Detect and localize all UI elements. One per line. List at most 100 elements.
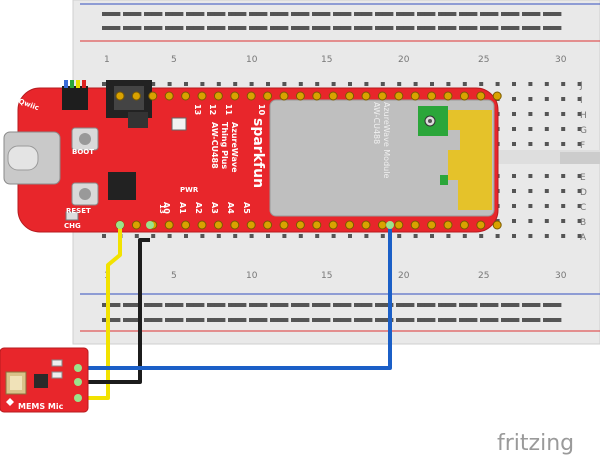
breadboard-hole [249, 318, 253, 322]
breadboard-hole [462, 82, 467, 86]
breadboard-hole [102, 82, 106, 86]
breadboard-hole [256, 26, 261, 30]
mic-pin [74, 378, 82, 386]
breadboard-hole [375, 26, 379, 30]
breadboard-hole [528, 189, 533, 193]
breadboard-hole [529, 318, 534, 322]
breadboard-hole [508, 12, 513, 16]
breadboard-hole [312, 303, 316, 307]
breadboard-hole [130, 318, 135, 322]
col-label: 25 [478, 271, 489, 281]
breadboard-hole [494, 303, 499, 307]
breadboard-hole [294, 303, 299, 307]
breadboard-hole [438, 318, 442, 322]
breadboard-hole [238, 12, 243, 16]
breadboard-hole [561, 219, 566, 223]
breadboard-hole [263, 12, 268, 16]
breadboard-hole [216, 234, 221, 238]
breadboard-hole [557, 303, 562, 307]
breadboard-hole [536, 26, 541, 30]
breadboard-hole [528, 219, 533, 223]
breadboard-hole [217, 26, 222, 30]
header-pin [492, 91, 502, 101]
breadboard-hole [144, 26, 148, 30]
breadboard-hole [179, 26, 184, 30]
breadboard-hole [184, 234, 188, 238]
header-pin [164, 220, 174, 230]
column-labels-top: 1 5 10 15 20 25 30 [104, 55, 567, 65]
breadboard-hole [242, 318, 247, 322]
breadboard-hole [473, 318, 478, 322]
breadboard-hole [259, 303, 264, 307]
breadboard-hole [494, 12, 499, 16]
mic-pin [74, 394, 82, 402]
breadboard-hole [515, 303, 520, 307]
breadboard-hole [112, 12, 117, 16]
breadboard-hole [322, 318, 327, 322]
breadboard-hole [305, 303, 310, 307]
breadboard-hole [231, 26, 236, 30]
breadboard-hole [403, 26, 408, 30]
breadboard-hole [249, 12, 253, 16]
breadboard-hole [479, 82, 484, 86]
header-pin [164, 91, 174, 101]
breadboard-hole [347, 12, 352, 16]
header-pin [115, 91, 125, 101]
header-pin [230, 220, 240, 230]
breadboard-hole [420, 26, 425, 30]
breadboard-hole [577, 97, 582, 101]
breadboard-hole [406, 318, 411, 322]
row-label: B [580, 218, 586, 228]
header-pin [197, 220, 207, 230]
header-pins [115, 91, 502, 230]
breadboard-hole [417, 303, 421, 307]
breadboard-hole [158, 26, 163, 30]
breadboard-hole [259, 12, 264, 16]
breadboard-hole [546, 12, 551, 16]
breadboard-hole [116, 26, 121, 30]
breadboard-hole [469, 318, 474, 322]
breadboard-hole [189, 318, 194, 322]
breadboard-hole [305, 26, 310, 30]
boot-label: BOOT [72, 148, 94, 156]
breadboard-hole [396, 12, 400, 16]
breadboard-hole [480, 12, 484, 16]
header-pin [295, 220, 305, 230]
breadboard-hole [483, 318, 488, 322]
breadboard-hole [424, 26, 429, 30]
breadboard-hole [214, 26, 219, 30]
breadboard-hole [553, 303, 558, 307]
breadboard-hole [235, 26, 240, 30]
breadboard-hole [280, 303, 285, 307]
breadboard-hole [336, 303, 341, 307]
breadboard-hole [340, 26, 345, 30]
breadboard-hole [427, 12, 432, 16]
header-pin [377, 220, 387, 230]
breadboard-hole [167, 82, 172, 86]
breadboard-hole [413, 234, 418, 238]
breadboard-hole [168, 318, 173, 322]
breadboard-hole [445, 303, 450, 307]
breadboard-hole [546, 26, 551, 30]
breadboard-hole [186, 318, 190, 322]
wires [76, 221, 394, 400]
breadboard-hole [512, 82, 516, 86]
row-label: J [579, 81, 583, 91]
breadboard-hole [438, 303, 442, 307]
breadboard-hole [543, 26, 547, 30]
breadboard-hole [259, 318, 264, 322]
breadboard-hole [343, 318, 348, 322]
pin-label: A0 [162, 202, 171, 214]
row-label: C [580, 203, 586, 213]
breadboard-hole [207, 318, 211, 322]
breadboard-hole [410, 303, 415, 307]
breadboard-hole [357, 12, 362, 16]
breadboard-hole [361, 318, 366, 322]
breadboard-hole [151, 303, 156, 307]
breadboard-hole [410, 318, 415, 322]
pin-label: A1 [178, 202, 187, 214]
breadboard-hole [326, 318, 331, 322]
breadboard-hole [238, 303, 243, 307]
breadboard-hole [207, 12, 211, 16]
breadboard-hole [291, 26, 295, 30]
